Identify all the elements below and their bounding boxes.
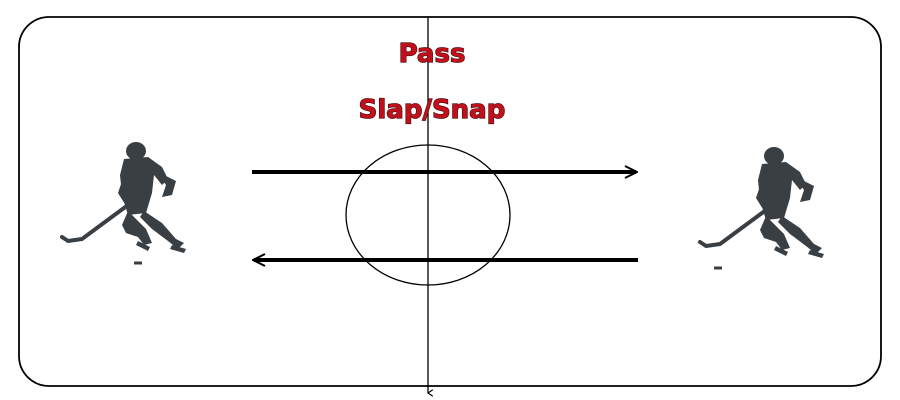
rink-outline [18, 16, 882, 387]
hockey-player-right [698, 145, 826, 270]
hockey-player-left [60, 140, 188, 265]
shot-label: Slap/Snap [359, 95, 506, 125]
pass-label: Pass [399, 39, 466, 69]
